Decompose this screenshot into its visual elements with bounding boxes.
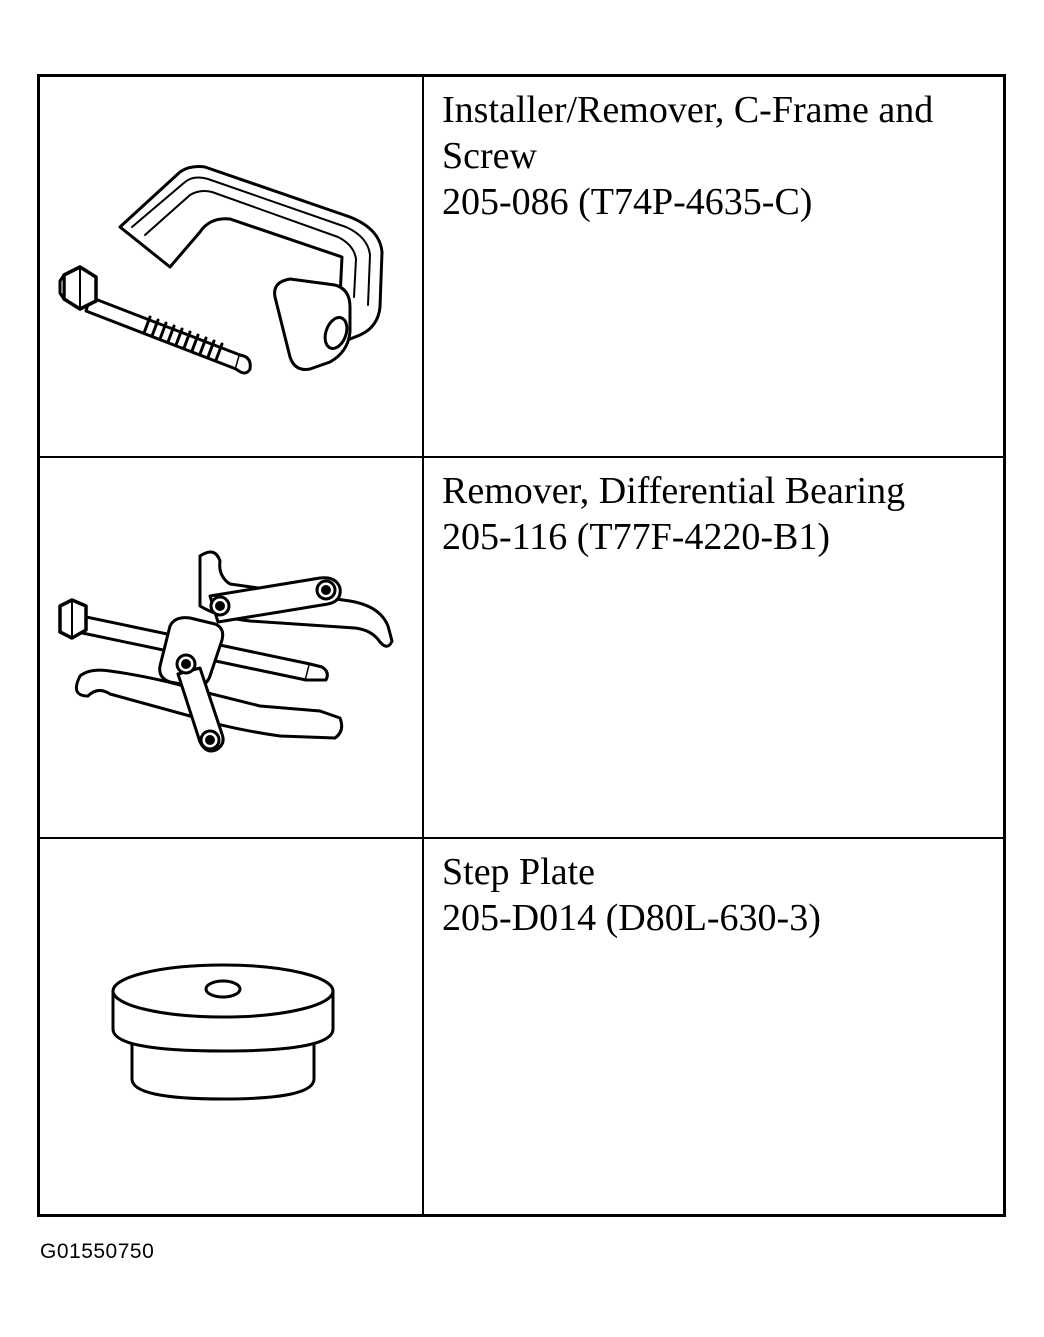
step-plate-icon <box>111 963 335 1101</box>
figure-id: G01550750 <box>40 1240 155 1263</box>
bearing-puller-icon <box>58 550 394 753</box>
c-frame-clamp-icon <box>58 165 384 375</box>
tool-2-image-cell <box>40 458 424 839</box>
tool-2-name: Remover, Differential Bearing <box>442 470 906 512</box>
tool-1-image-cell <box>40 77 424 458</box>
tool-3-part-number: 205-D014 (D80L-630-3) <box>442 897 821 939</box>
special-tools-table: Installer/Remover, C-Frame and Screw 205… <box>37 74 1006 1217</box>
tool-2-description-cell: Remover, Differential Bearing 205-116 (T… <box>424 458 1003 839</box>
tool-1-part-number: 205-086 (T74P-4635-C) <box>442 181 813 223</box>
tool-1-description-cell: Installer/Remover, C-Frame and Screw 205… <box>424 77 1003 458</box>
tool-2-part-number: 205-116 (T77F-4220-B1) <box>442 516 831 558</box>
tool-1-name: Installer/Remover, C-Frame and Screw <box>442 89 934 177</box>
tool-3-image-cell <box>40 839 424 1214</box>
tool-3-description-cell: Step Plate 205-D014 (D80L-630-3) <box>424 839 1003 1214</box>
tool-3-name: Step Plate <box>442 851 596 893</box>
